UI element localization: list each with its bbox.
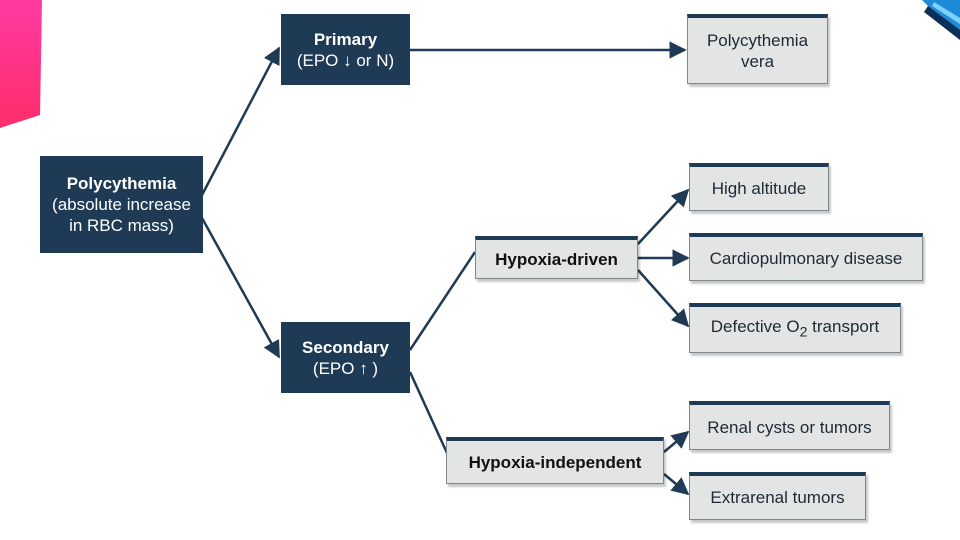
node-hypoxia-driven: Hypoxia-driven: [475, 236, 638, 279]
cardiopulmonary-label: Cardiopulmonary disease: [709, 249, 903, 268]
node-renal-cysts-or-tumors: Renal cysts or tumors: [689, 401, 890, 450]
node-primary: Primary (EPO ↓ or N): [281, 14, 410, 85]
vera-line1: Polycythemia: [706, 30, 809, 50]
node-polycythemia-root: Polycythemia (absolute increase in RBC m…: [40, 156, 203, 253]
edge-independent-to-extrarenal: [663, 473, 690, 496]
edge-independent-to-renal: [663, 430, 690, 453]
root-desc-line1: (absolute increase: [52, 195, 191, 214]
edge-secondary-to-hypoxia-independent: [408, 371, 449, 454]
extrarenal-label: Extrarenal tumors: [710, 488, 845, 507]
node-polycythemia-vera: Polycythemia vera: [687, 14, 828, 84]
root-desc-line2: in RBC mass): [69, 216, 174, 235]
edge-driven-to-defective-o2: [637, 269, 690, 328]
defective-o2-label: Defective O2 transport: [710, 316, 880, 341]
primary-desc: (EPO ↓ or N): [296, 50, 395, 70]
secondary-desc: (EPO ↑ ): [312, 358, 379, 378]
vera-line2: vera: [740, 51, 775, 71]
node-secondary: Secondary (EPO ↑ ): [281, 322, 410, 393]
secondary-title: Secondary: [302, 337, 389, 357]
left-corner-decoration: [0, 0, 42, 128]
node-defective-o2-transport: Defective O2 transport: [689, 303, 901, 353]
node-cardiopulmonary-disease: Cardiopulmonary disease: [689, 233, 923, 281]
node-high-altitude: High altitude: [689, 163, 829, 211]
edge-driven-to-high-altitude: [637, 188, 690, 245]
hypoxia-driven-label: Hypoxia-driven: [495, 249, 618, 269]
hypoxia-independent-label: Hypoxia-independent: [468, 452, 642, 472]
high-altitude-label: High altitude: [711, 179, 807, 198]
edge-secondary-to-hypoxia-driven: [408, 251, 477, 351]
edge-root-to-secondary: [200, 217, 281, 359]
root-title: Polycythemia: [66, 174, 177, 193]
node-extrarenal-tumors: Extrarenal tumors: [689, 472, 866, 520]
renal-label: Renal cysts or tumors: [707, 417, 872, 437]
primary-title: Primary: [313, 29, 378, 49]
edge-root-to-primary: [200, 46, 281, 196]
right-corner-decoration: [922, 0, 960, 40]
node-hypoxia-independent: Hypoxia-independent: [446, 437, 664, 484]
